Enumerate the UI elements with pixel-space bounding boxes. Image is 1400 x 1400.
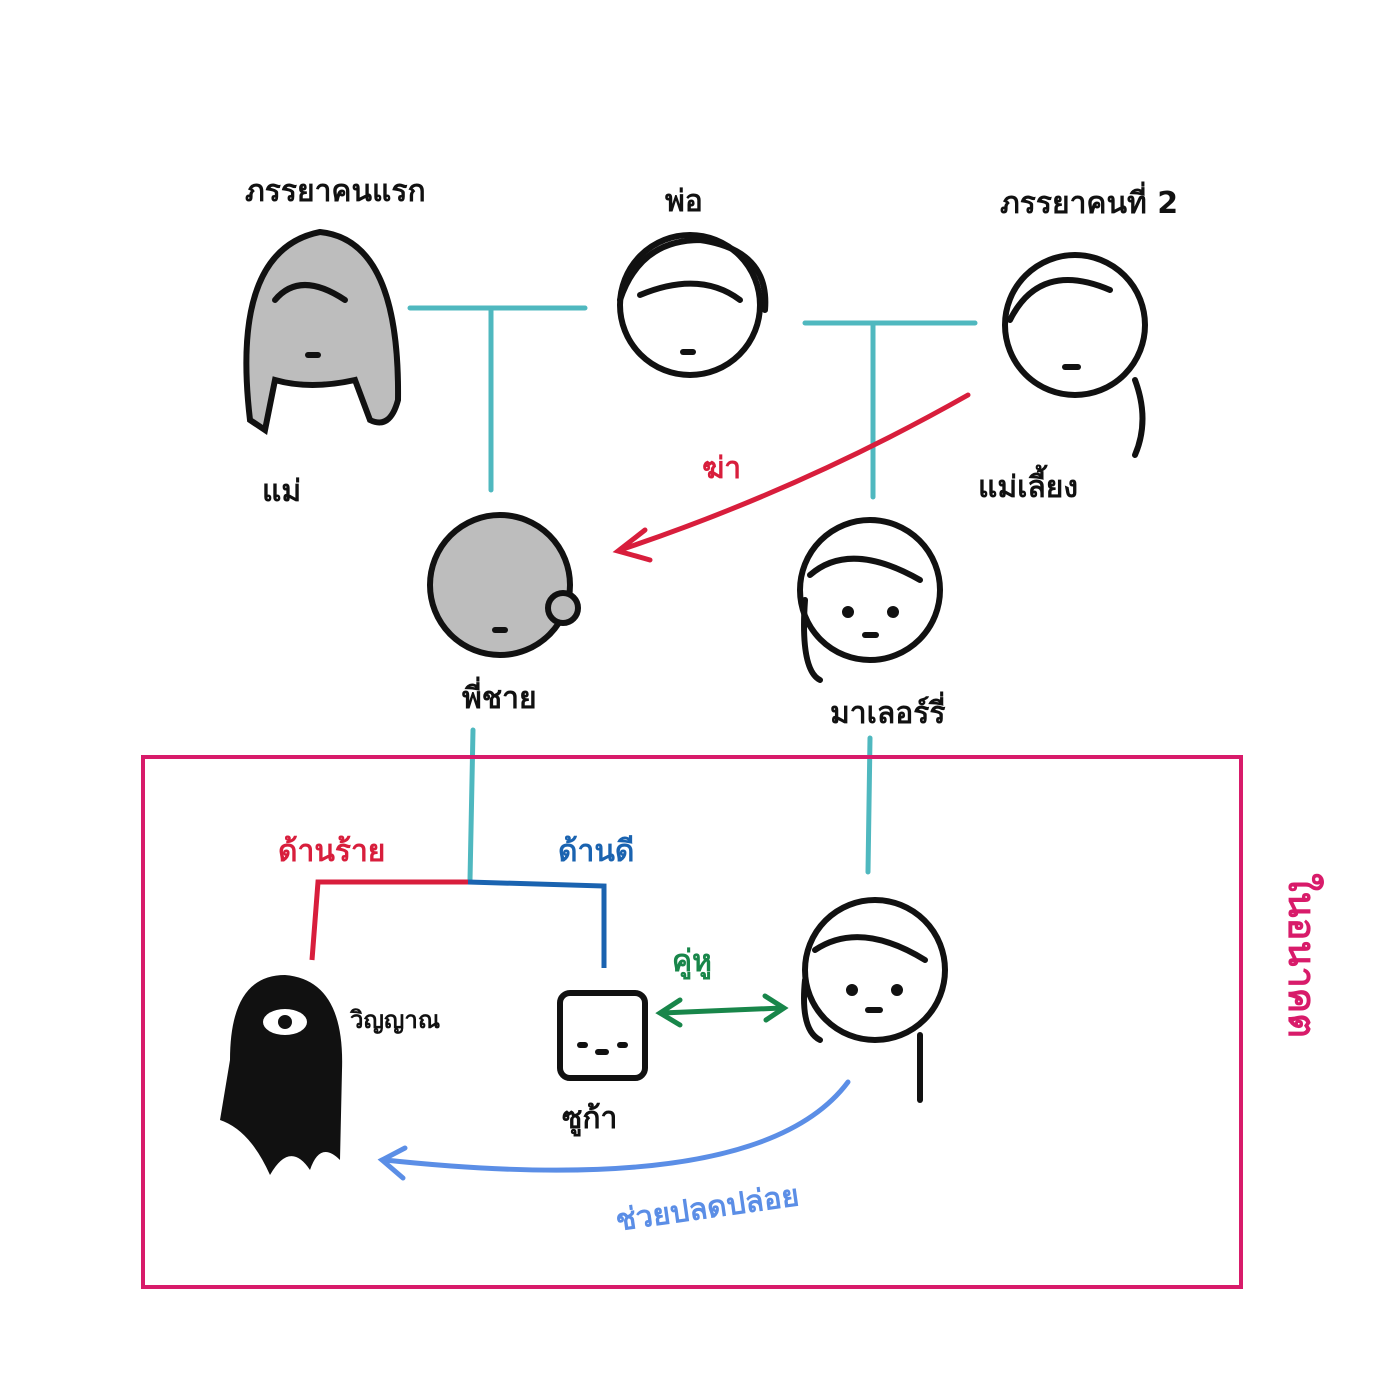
good-side-line <box>467 879 607 968</box>
label-stepmother: แม่เลี้ยง <box>978 470 1078 505</box>
father-face-icon <box>617 232 769 378</box>
label-father: พ่อ <box>665 184 703 219</box>
brother-to-sides-line <box>467 727 476 883</box>
malerry-to-child-line <box>865 735 873 875</box>
suka-box-icon <box>557 990 648 1081</box>
stepmother-face-icon <box>1002 252 1148 458</box>
brother-face-icon <box>427 512 581 658</box>
daughter-face-icon <box>801 897 948 1103</box>
evil-side-line <box>309 879 468 961</box>
malerry-face-icon <box>797 517 943 683</box>
label-kill: ฆ่า <box>702 451 742 486</box>
label-spirit: วิญญาณ <box>350 1006 441 1034</box>
spirit-ghost-icon <box>220 975 343 1175</box>
label-first-wife: ภรรยาคนแรก <box>245 174 426 209</box>
present-box <box>141 755 1243 1289</box>
label-evil-side: ด้านร้าย <box>278 834 386 869</box>
label-box-title: ในอนาคต <box>1279 873 1324 1038</box>
kill-arrow <box>612 392 971 563</box>
label-suka: ซูก้า <box>562 1101 618 1136</box>
label-second-wife: ภรรยาคนที่ 2 <box>1000 186 1179 221</box>
mother-face-icon <box>243 228 402 435</box>
partner-arrow <box>655 993 789 1028</box>
label-good-side: ด้านดี <box>558 834 635 869</box>
label-older-brother: พี่ชาย <box>462 681 537 716</box>
label-malerry: มาเลอร์รี่ <box>830 696 946 731</box>
liberate-arrow <box>377 1079 851 1181</box>
label-mother: แม่ <box>262 474 302 509</box>
label-partner: คู่หู <box>672 944 712 979</box>
